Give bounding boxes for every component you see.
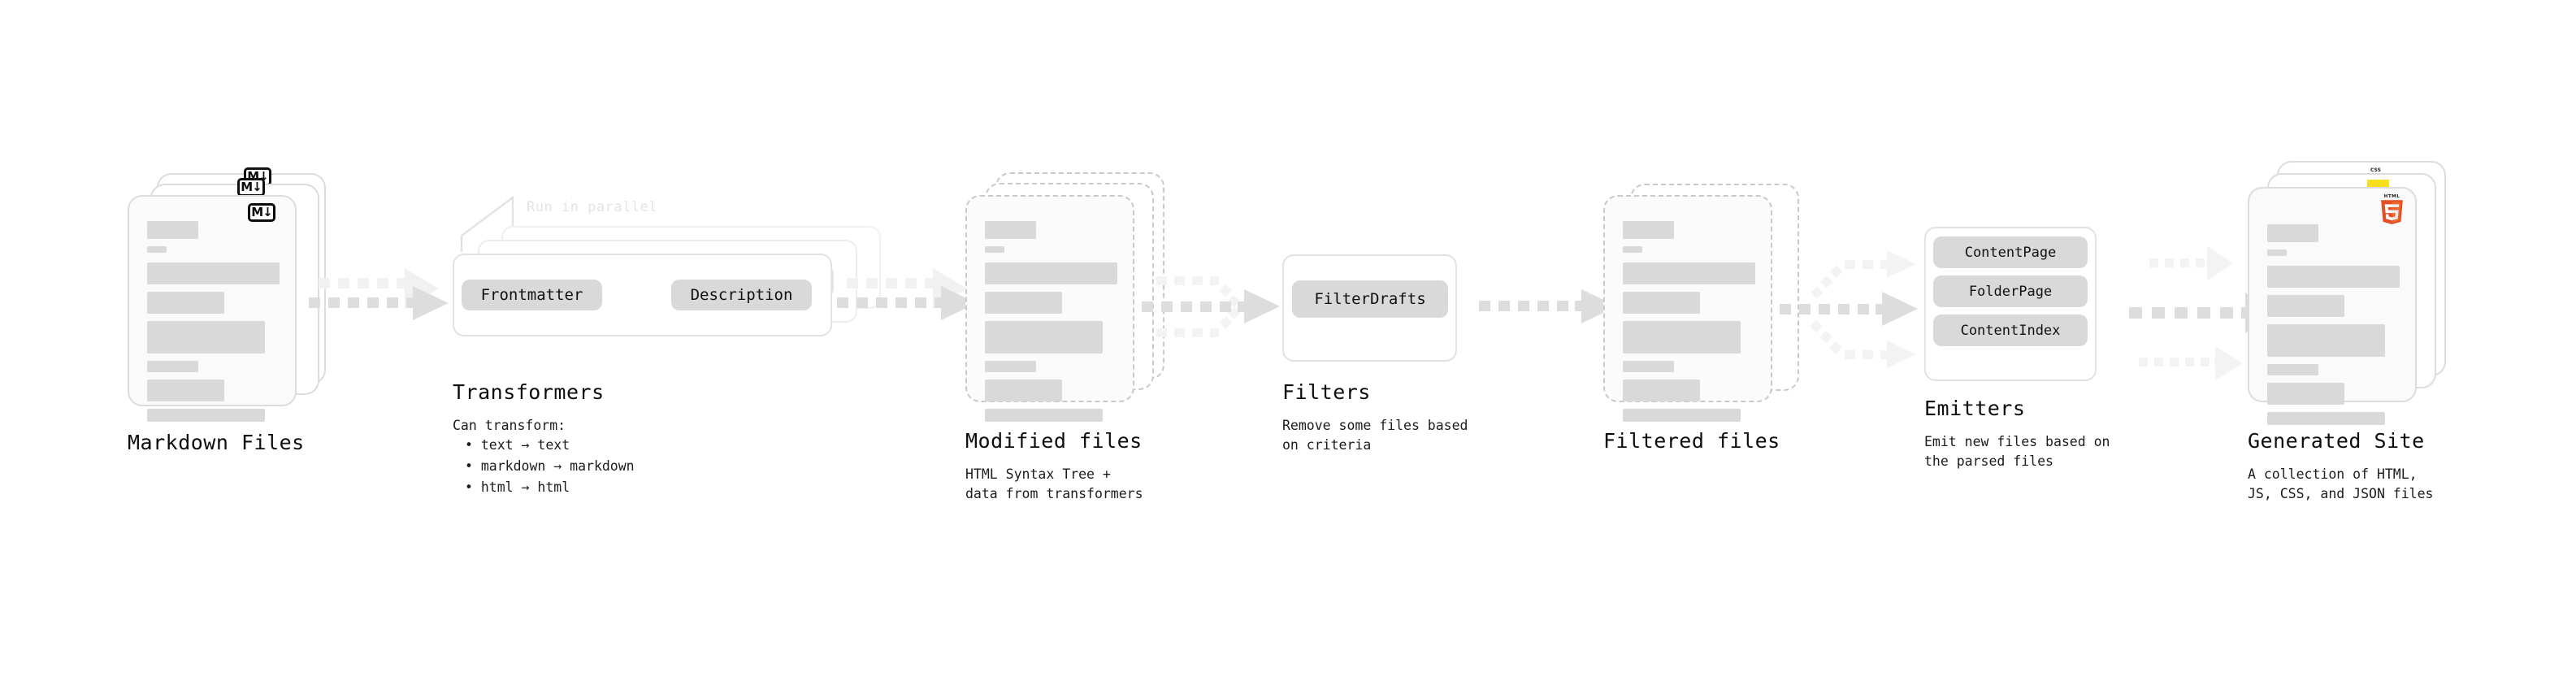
transformers-subtitle: Can transform: xyxy=(453,418,566,433)
transformer-chip-description[interactable]: Description xyxy=(671,280,812,310)
connector-modified-to-filters xyxy=(1142,276,1280,337)
transformer-chip-frontmatter[interactable]: Frontmatter xyxy=(462,280,602,310)
parallel-bracket xyxy=(460,195,514,252)
stage-title-transformers: Transformers xyxy=(453,380,605,404)
modified-subtitle: HTML Syntax Tree + data from transformer… xyxy=(965,466,1143,501)
filtered-card-front xyxy=(1603,195,1772,422)
markdown-icon: M↓ xyxy=(248,203,275,222)
emitter-chip-folderpage[interactable]: FolderPage xyxy=(1933,275,2088,307)
connector-transformers-to-modified xyxy=(837,268,977,320)
transformers-bullet-1: • markdown → markdown xyxy=(465,458,635,474)
skeleton-bars xyxy=(147,221,280,429)
emitter-chip-contentpage[interactable]: ContentPage xyxy=(1933,236,2088,268)
skeleton-bars xyxy=(985,221,1117,429)
svg-text:HTML: HTML xyxy=(2384,194,2400,199)
skeleton-bars xyxy=(1623,221,1755,429)
parallel-annotation: Run in parallel xyxy=(527,199,658,215)
stage-title-modified: Modified files xyxy=(965,429,1143,453)
stage-title-markdown: Markdown Files xyxy=(128,431,305,454)
transformers-bullet-0: • text → text xyxy=(465,437,570,453)
stage-title-generated-site: Generated Site xyxy=(2248,429,2425,453)
markdown-card-front xyxy=(128,195,297,422)
filters-subtitle: Remove some files based on criteria xyxy=(1282,418,1468,453)
emitters-subtitle: Emit new files based on the parsed files xyxy=(1924,434,2110,469)
modified-card-front xyxy=(965,195,1134,422)
filter-chip-filterdrafts[interactable]: FilterDrafts xyxy=(1292,280,1448,318)
connector-md-to-transformers xyxy=(309,268,449,320)
markdown-icon-mid: M↓ xyxy=(237,178,265,197)
connector-filtered-to-emitters xyxy=(1780,250,1918,368)
connector-filters-to-filtered xyxy=(1479,289,1617,323)
generated-site-subtitle: A collection of HTML, JS, CSS, and JSON … xyxy=(2248,466,2434,501)
stage-title-emitters: Emitters xyxy=(1924,397,2026,420)
skeleton-bars xyxy=(2267,224,2400,432)
stage-title-filtered: Filtered files xyxy=(1603,429,1780,453)
emitter-chip-contentindex[interactable]: ContentIndex xyxy=(1933,314,2088,346)
transformers-bullet-2: • html → html xyxy=(465,479,570,495)
html5-icon: HTML xyxy=(2381,194,2403,224)
stage-title-filters: Filters xyxy=(1282,380,1371,404)
